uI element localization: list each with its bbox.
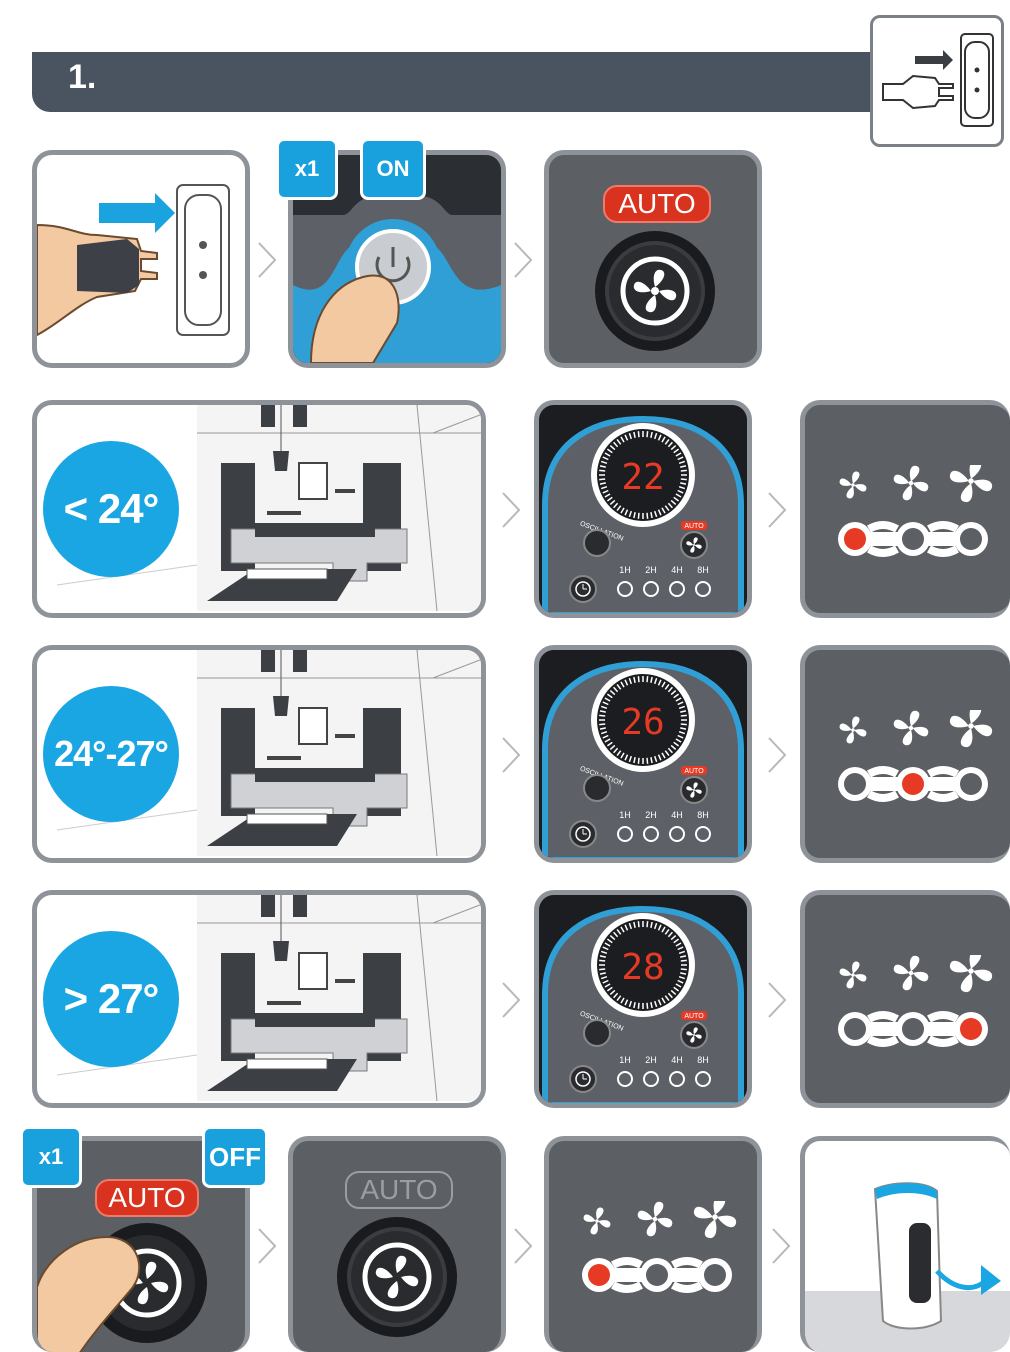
auto-indicator: AUTO (95, 1179, 199, 1217)
speed-indicator-panel (800, 645, 1010, 863)
chevron-right-icon (766, 980, 788, 1020)
svg-text:4H: 4H (671, 565, 683, 575)
chevron-right-icon (500, 490, 522, 530)
speed-indicator (825, 955, 1005, 1065)
svg-text:2H: 2H (645, 1055, 657, 1065)
off-badge: OFF (202, 1126, 268, 1188)
speed-indicator-panel (544, 1136, 762, 1352)
room-panel: < 24° (32, 400, 486, 618)
svg-text:1H: 1H (619, 810, 631, 820)
chevron-right-icon (512, 240, 534, 280)
temperature-range-badge: 24°-27° (43, 686, 179, 822)
svg-text:8H: 8H (697, 810, 709, 820)
svg-text:4H: 4H (671, 1055, 683, 1065)
chevron-right-icon (256, 1226, 278, 1266)
svg-text:1H: 1H (619, 1055, 631, 1065)
chevron-right-icon (500, 980, 522, 1020)
auto-off-panel: AUTO (288, 1136, 506, 1352)
step-header-bar (32, 52, 992, 112)
chevron-right-icon (256, 240, 278, 280)
svg-text:26: 26 (621, 702, 664, 743)
room-panel: > 27° (32, 890, 486, 1108)
svg-text:28: 28 (621, 947, 664, 988)
control-panel: 28 OSCILLATION AUTO 1H 2H 4H 8H (534, 890, 752, 1108)
finger-icon (37, 1227, 157, 1352)
auto-mode-panel: AUTO (544, 150, 762, 368)
step-number: 1. (68, 58, 96, 97)
chevron-right-icon (500, 735, 522, 775)
svg-text:8H: 8H (697, 565, 709, 575)
fan-icon (335, 1215, 459, 1339)
control-panel: 26 OSCILLATION AUTO 1H 2H 4H 8H (534, 645, 752, 863)
on-badge: ON (360, 138, 426, 200)
svg-text:2H: 2H (645, 810, 657, 820)
svg-text:8H: 8H (697, 1055, 709, 1065)
svg-text:22: 22 (621, 457, 664, 498)
temperature-range-badge: > 27° (43, 931, 179, 1067)
svg-text:AUTO: AUTO (684, 523, 704, 530)
room-panel: 24°-27° (32, 645, 486, 863)
speed-indicator-panel (800, 400, 1010, 618)
svg-text:2H: 2H (645, 565, 657, 575)
chevron-right-icon (766, 735, 788, 775)
svg-text:AUTO: AUTO (684, 768, 704, 775)
speed-indicator-panel (800, 890, 1010, 1108)
temperature-range-badge: < 24° (43, 441, 179, 577)
press-count-badge: x1 (20, 1126, 82, 1188)
speed-indicator (825, 465, 1005, 575)
speed-indicator (825, 710, 1005, 820)
chevron-right-icon (766, 490, 788, 530)
svg-text:AUTO: AUTO (684, 1013, 704, 1020)
chevron-right-icon (512, 1226, 534, 1266)
svg-text:4H: 4H (671, 810, 683, 820)
svg-text:1H: 1H (619, 565, 631, 575)
control-panel: 22 OSCILLATION AUTO 1H 2H 4H 8H (534, 400, 752, 618)
fan-icon (593, 229, 717, 353)
auto-indicator-off: AUTO (345, 1171, 453, 1209)
auto-indicator: AUTO (603, 185, 711, 223)
fan-tower-panel (800, 1136, 1010, 1352)
press-count-badge: x1 (276, 138, 338, 200)
chevron-right-icon (770, 1226, 792, 1266)
speed-indicator (569, 1201, 749, 1311)
plug-socket-icon (870, 15, 1004, 147)
plug-in-panel (32, 150, 250, 368)
